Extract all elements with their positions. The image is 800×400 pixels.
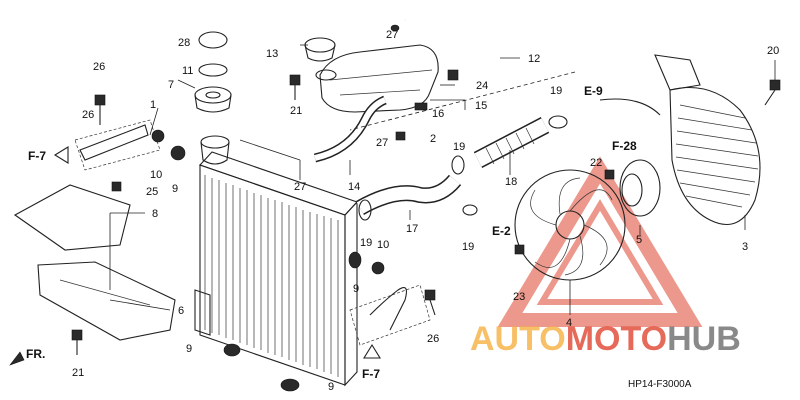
lower-hose [356,174,462,216]
bolts-and-grommets [71,24,781,392]
part-label-26a: 26 [93,61,105,73]
part-label-19d: 19 [360,237,372,249]
watermark-text: AUTOMOTOHUB [470,320,741,358]
part-label-19b: 19 [453,141,465,153]
part-label-25: 25 [146,186,158,198]
part-label-20: 20 [767,45,779,57]
upper-bracket [74,119,161,171]
siphon-tube [313,95,387,163]
part-label-7: 7 [168,79,174,91]
part-label-27c: 27 [294,181,306,193]
part-label-22: 22 [590,157,602,169]
part-label-5: 5 [636,234,642,246]
ref-label-f28: F-28 [612,139,637,153]
part-label-1: 1 [150,99,156,111]
ref-label-f7-bottom: F-7 [362,367,380,381]
part-label-10a: 10 [150,169,162,181]
part-label-10b: 10 [377,239,389,251]
part-label-6: 6 [178,305,184,317]
lower-cover [37,261,176,341]
fan-motor [619,159,661,217]
part-label-12: 12 [528,53,540,65]
part-label-9b: 9 [186,343,192,355]
part-label-28: 28 [178,37,190,49]
part-label-24: 24 [476,80,488,92]
part-label-19a: 19 [550,85,562,97]
part-label-15: 15 [475,100,487,112]
part-label-3: 3 [742,241,748,253]
radiator-core [194,151,358,387]
part-label-23: 23 [513,291,525,303]
part-label-2: 2 [430,133,436,145]
upper-hose [473,117,550,168]
ref-label-f7-left: F-7 [28,149,46,163]
part-label-19c: 19 [462,241,474,253]
wire-clip [349,284,431,346]
hose-clamps [358,115,568,221]
part-label-9d: 9 [353,283,359,295]
watermark-text-moto: MOTO [566,320,667,358]
part-label-11: 11 [182,65,193,77]
part-label-8: 8 [152,208,158,220]
part-label-17: 17 [406,223,418,235]
ref-label-e9: E-9 [584,84,603,98]
part-label-21a: 21 [290,105,302,117]
radiator-filler-neck [200,135,230,165]
part-label-4: 4 [566,317,572,329]
radiator-cap [194,86,232,113]
watermark-text-auto: AUTO [470,320,566,358]
part-label-13: 13 [266,48,278,60]
part-label-14: 14 [348,181,360,193]
part-label-26b: 26 [427,333,439,345]
part-label-26c: 26 [82,109,94,121]
part-label-9a: 9 [172,183,178,195]
drawing-code: HP14-F3000A [628,379,692,390]
part-label-9c: 9 [328,381,334,393]
part-label-27a: 27 [386,29,398,41]
part-label-18: 18 [505,176,517,188]
part-label-27b: 27 [376,137,388,149]
ref-label-front: FR. [26,347,45,361]
overflow-hose [403,10,512,81]
watermark-logo [497,156,703,327]
part-number-labels: 1 2 3 4 5 6 7 8 9 9 9 9 10 10 11 12 13 1… [72,29,779,393]
part-label-16: 16 [432,108,444,120]
watermark-text-hub: HUB [667,320,741,358]
reference-labels: F-7 F-7 E-9 F-28 E-2 FR. [9,84,637,381]
fan-shroud [599,54,761,225]
guard-plate [13,184,131,251]
ref-label-e2: E-2 [492,224,511,238]
leader-lines [109,44,776,315]
reserve-tank [319,44,439,113]
part-label-21b: 21 [72,367,84,379]
